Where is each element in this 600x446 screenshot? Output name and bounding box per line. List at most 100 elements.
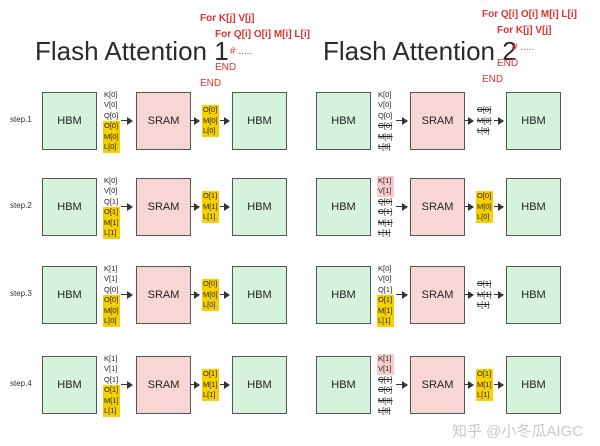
fa1-input-labels-item: Q[1]	[104, 196, 119, 206]
fa2-input-labels-item: K[1]	[377, 175, 394, 186]
fa1-input-labels-item: M[1]	[103, 395, 120, 406]
fa2-output-labels: O[1]M[1]L[1]	[476, 369, 493, 401]
fa2-input-labels-item: Q[0]	[378, 196, 393, 206]
fa2-output-labels-item: L[0]	[476, 212, 493, 223]
fa2-output-labels-item: M[0]	[476, 201, 493, 213]
fa1-output-labels-item: L[1]	[202, 212, 219, 223]
sram-box: SRAM	[136, 266, 191, 324]
fa1-output-labels-item: L[0]	[202, 300, 219, 311]
fa2-input-labels: K[0]V[0]Q[0]O[0]M[0]L[0]	[377, 90, 394, 153]
fa1-input-labels: K[1]V[1]Q[1]O[1]M[1]L[1]	[103, 354, 120, 417]
fa2-loop-end-inner: END	[497, 58, 519, 69]
fa1-loop-inner: For Q[i] O[i] M[i] L[i]	[215, 29, 310, 40]
hbm-source-box: HBM	[42, 178, 97, 236]
fa1-input-labels-item: O[0]	[103, 295, 120, 306]
fa2-loop-end-outer: END	[482, 74, 504, 85]
fa1-input-labels-item: L[0]	[103, 142, 120, 153]
hbm-source-box: HBM	[316, 178, 371, 236]
arrow-sram-out	[191, 380, 200, 390]
fa2-input-labels-item: O[0]	[378, 121, 393, 130]
watermark: 知乎 @小冬瓜AIGC	[452, 423, 584, 440]
sram-box: SRAM	[410, 356, 465, 414]
sram-box: SRAM	[136, 92, 191, 150]
sram-box: SRAM	[410, 266, 465, 324]
fa2-output-labels-item: M[0]	[477, 115, 492, 125]
step-label: step.2	[10, 201, 32, 210]
fa2-output-labels-item: L[1]	[477, 300, 490, 310]
fa2-input-labels-item: Q[1]	[378, 374, 393, 384]
fa2-input-labels-item: O[1]	[378, 207, 393, 216]
hbm-source-box: HBM	[42, 356, 97, 414]
arrow-sram-out	[465, 290, 474, 300]
fa1-input-labels-item: L[1]	[103, 406, 120, 417]
hbm-source-box: HBM	[42, 266, 97, 324]
title-flash-attention-2: Flash Attention 2	[323, 36, 517, 66]
fa1-output-labels: O[0]M[0]L[0]	[202, 279, 219, 311]
hbm-source-box: HBM	[316, 356, 371, 414]
fa2-input-labels-item: M[1]	[378, 217, 393, 227]
fa1-input-labels-item: M[1]	[103, 217, 120, 228]
fa2-input-labels-item: L[0]	[378, 142, 391, 151]
fa2-input-labels-item: K[0]	[378, 89, 392, 99]
fa1-input-labels: K[0]V[0]Q[0]O[0]M[0]L[0]	[103, 90, 120, 153]
hbm-target-box: HBM	[232, 178, 287, 236]
title-flash-attention-1: Flash Attention 1	[35, 36, 229, 66]
fa1-input-labels-item: K[1]	[104, 353, 118, 363]
fa1-input-labels: K[1]V[1]Q[0]O[0]M[0]L[0]	[103, 264, 120, 327]
fa2-output-labels-item: L[1]	[476, 390, 493, 401]
sram-box: SRAM	[136, 356, 191, 414]
fa2-input-labels: K[0]V[0]Q[1]O[1]M[1]L[1]	[377, 264, 394, 327]
fa2-loop-inner: For K[j] V[j]	[497, 25, 552, 36]
fa2-input-labels-item: O[0]	[378, 385, 393, 394]
fa2-output-labels-item: M[1]	[477, 289, 492, 299]
hbm-source-box: HBM	[316, 266, 371, 324]
arrow-to-hbm	[220, 380, 230, 390]
fa1-output-labels: O[1]M[1]L[1]	[202, 369, 219, 401]
hbm-source-box: HBM	[316, 92, 371, 150]
fa1-input-labels-item: V[1]	[104, 364, 118, 373]
step-label: step.1	[10, 115, 32, 124]
fa2-input-labels-item: Q[0]	[378, 110, 393, 120]
fa1-input-labels-item: K[0]	[104, 175, 118, 185]
fa2-input-labels-item: M[0]	[378, 131, 393, 141]
fa1-input-labels-item: V[1]	[104, 274, 118, 283]
fa1-output-labels-item: M[0]	[202, 115, 219, 127]
fa2-input-labels-item: M[1]	[377, 305, 394, 316]
fa1-input-labels-item: M[0]	[103, 131, 120, 142]
fa2-input-labels-item: L[0]	[378, 406, 391, 415]
fa2-loop-outer: For Q[i] O[i] M[i] L[i]	[482, 9, 577, 20]
fa1-output-labels-item: M[1]	[202, 379, 219, 391]
fa1-output-labels-item: O[0]	[202, 105, 219, 116]
sram-box: SRAM	[410, 92, 465, 150]
fa1-input-labels-item: Q[0]	[104, 110, 119, 120]
hbm-target-box: HBM	[232, 356, 287, 414]
arrow-hbm-to-sram	[396, 116, 408, 126]
fa1-input-labels-item: K[0]	[104, 89, 118, 99]
fa1-output-labels-item: M[0]	[202, 289, 219, 301]
fa2-input-labels-item: K[0]	[378, 263, 392, 273]
fa2-input-labels-item: O[1]	[377, 295, 394, 306]
fa1-input-labels-item: K[1]	[104, 263, 118, 273]
fa1-loop-body: # .....	[230, 46, 253, 57]
fa1-input-labels-item: Q[1]	[104, 374, 119, 384]
fa1-loop-outer: For K[j] V[j]	[200, 13, 255, 24]
fa2-output-labels-item: O[0]	[477, 105, 492, 115]
fa2-output-labels: O[0]M[0]L[0]	[476, 105, 493, 137]
fa2-input-labels-item: L[1]	[378, 228, 391, 237]
fa1-output-labels-item: O[1]	[202, 191, 219, 202]
fa2-output-labels-item: M[1]	[476, 379, 493, 391]
fa1-input-labels-item: L[0]	[103, 316, 120, 327]
arrow-sram-out	[191, 290, 200, 300]
fa1-output-labels-item: L[0]	[202, 126, 219, 137]
fa2-input-labels-item: V[0]	[378, 274, 392, 283]
fa2-input-labels-item: V[1]	[377, 186, 394, 197]
arrow-sram-out	[465, 202, 474, 212]
fa1-input-labels-item: O[1]	[103, 385, 120, 396]
fa2-input-labels-item: Q[1]	[378, 284, 393, 294]
arrow-hbm-to-sram	[121, 290, 133, 300]
fa2-input-labels-item: M[0]	[378, 395, 393, 405]
fa2-input-labels: K[1]V[1]Q[0]O[1]M[1]L[1]	[377, 175, 394, 239]
arrow-hbm-to-sram	[121, 380, 133, 390]
fa2-input-labels-item: K[1]	[377, 353, 394, 364]
step-label: step.3	[10, 289, 32, 298]
